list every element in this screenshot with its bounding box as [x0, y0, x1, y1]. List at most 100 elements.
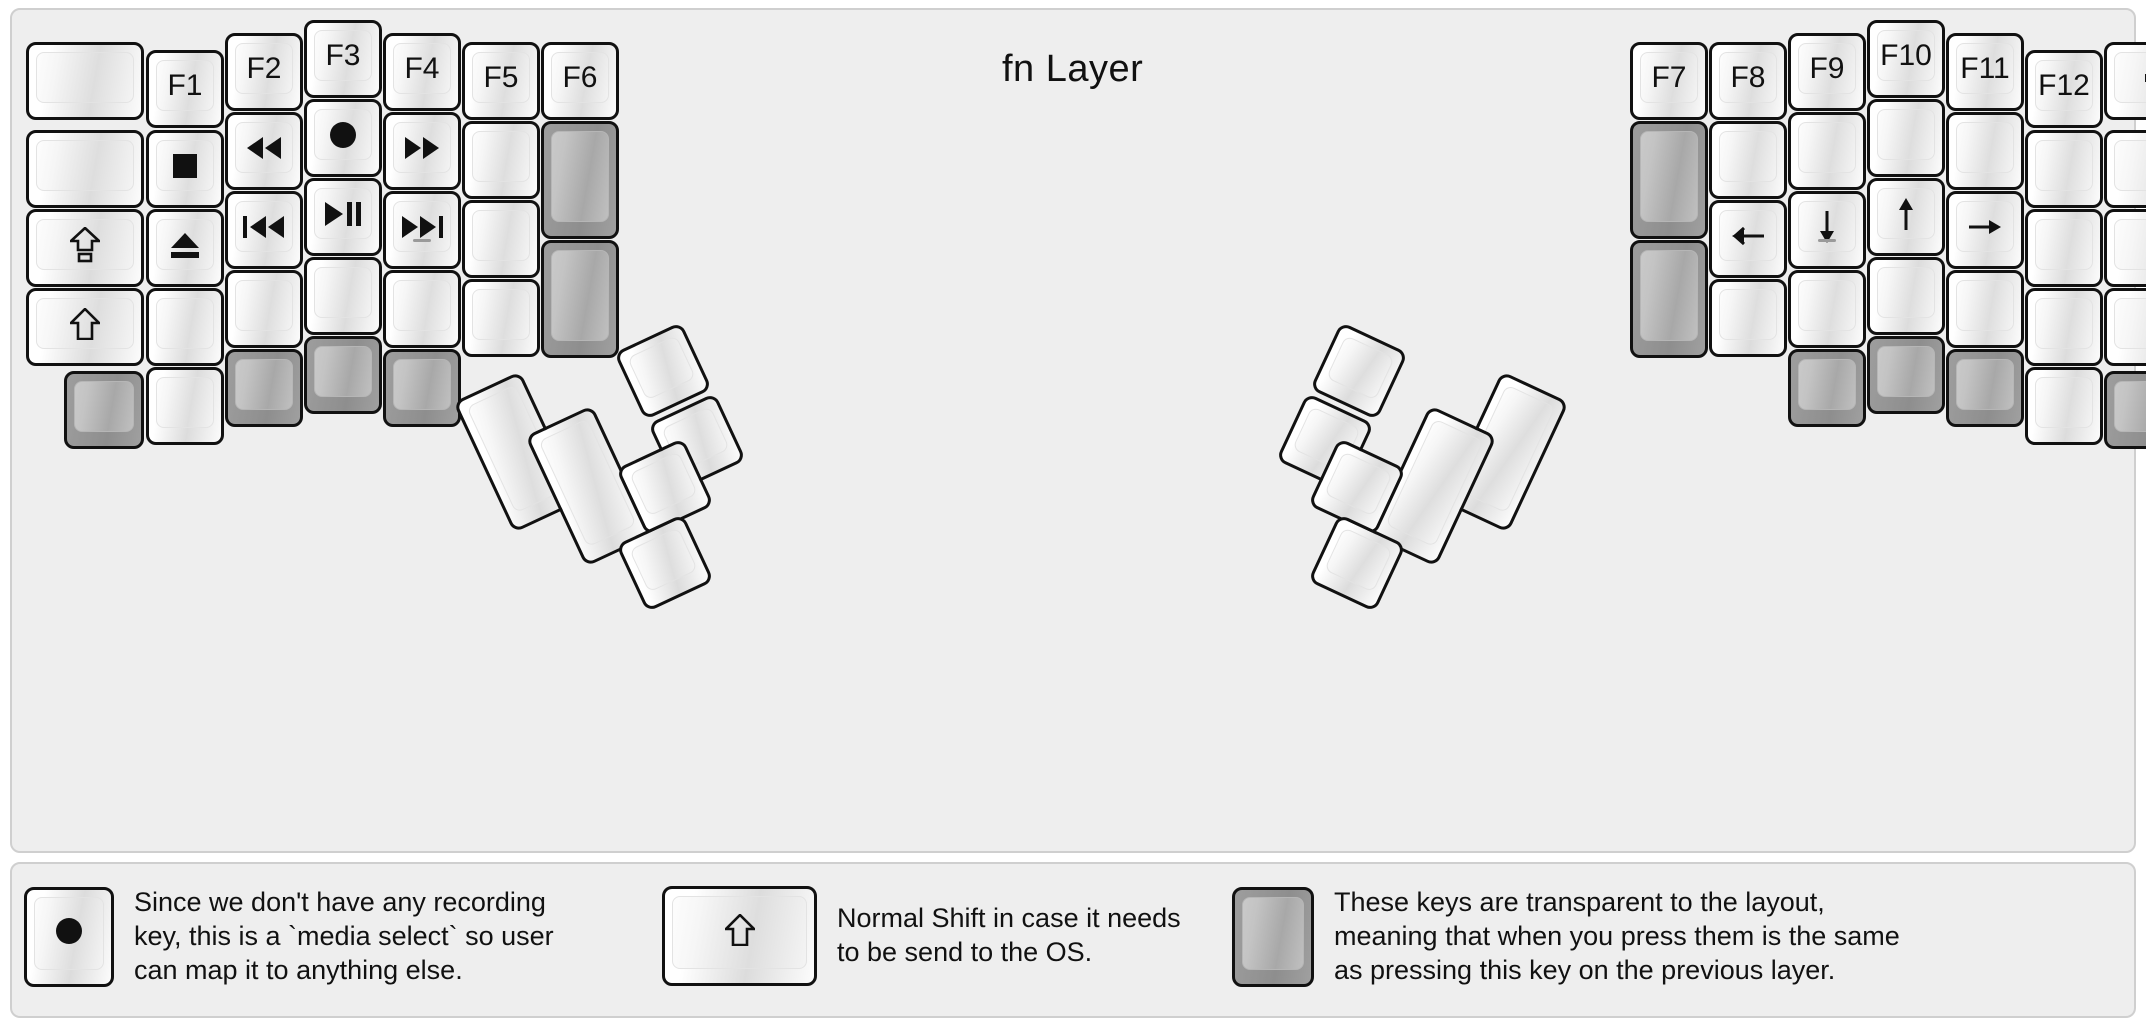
- keycap-surface: [1798, 122, 1856, 173]
- arrow-right-icon: [1968, 215, 2002, 239]
- key-transparent[interactable]: [383, 349, 461, 427]
- keycap-surface: [1719, 52, 1777, 103]
- keycap-surface: [36, 298, 134, 349]
- key-blank[interactable]: [2025, 130, 2103, 208]
- key-label: F9: [1809, 51, 1845, 85]
- keycap-surface: [2114, 52, 2146, 103]
- stop-icon: [172, 153, 198, 179]
- key-blank[interactable]: [2025, 367, 2103, 445]
- key-prev-track[interactable]: [225, 191, 303, 269]
- key-record[interactable]: [304, 99, 382, 177]
- key-eject[interactable]: [146, 209, 224, 287]
- arrow-up-icon: [1894, 197, 1918, 231]
- key-blank[interactable]: [1709, 121, 1787, 199]
- keycap-surface: [1798, 280, 1856, 331]
- key-blank[interactable]: [146, 367, 224, 445]
- page-title: fn Layer: [1002, 48, 1144, 90]
- key-volume-up[interactable]: [2104, 42, 2146, 120]
- key-f10[interactable]: F10: [1867, 20, 1945, 98]
- key-blank[interactable]: [1867, 99, 1945, 177]
- arrow-down-icon: [1815, 210, 1839, 244]
- keycap-surface: [2035, 377, 2093, 428]
- keycap-surface: [627, 335, 696, 401]
- key-f2[interactable]: F2: [225, 33, 303, 111]
- key-f12[interactable]: F12: [2025, 50, 2103, 128]
- key-transparent[interactable]: [541, 240, 619, 358]
- keycap-surface: [629, 451, 698, 517]
- next-track-icon: [401, 215, 443, 239]
- keycap-surface: [2114, 140, 2146, 191]
- key-blank[interactable]: [1867, 257, 1945, 335]
- legend-item: Normal Shift in case it needs to be send…: [662, 886, 1181, 986]
- keycap-surface: [235, 43, 293, 94]
- key-transparent[interactable]: [64, 371, 144, 449]
- key-f4[interactable]: F4: [383, 33, 461, 111]
- key-transparent[interactable]: [1630, 240, 1708, 358]
- key-blank[interactable]: [2025, 209, 2103, 287]
- key-volume-mute[interactable]: [2104, 209, 2146, 287]
- key-transparent[interactable]: [2104, 371, 2146, 449]
- key-arrow-left[interactable]: [1709, 200, 1787, 278]
- keycap-surface: [1719, 289, 1777, 340]
- key-f8[interactable]: F8: [1709, 42, 1787, 120]
- key-transparent[interactable]: [304, 336, 382, 414]
- legend-sample-key-shift: [662, 886, 817, 986]
- key-transparent[interactable]: [1788, 349, 1866, 427]
- key-f1[interactable]: F1: [146, 50, 224, 128]
- keycap-surface: [1877, 109, 1935, 160]
- key-stop[interactable]: [146, 130, 224, 208]
- keycap-surface: [1719, 131, 1777, 182]
- key-blank[interactable]: [462, 279, 540, 357]
- keycap-surface: [36, 140, 134, 191]
- key-blank[interactable]: [26, 42, 144, 120]
- key-blank[interactable]: [225, 270, 303, 348]
- key-blank[interactable]: [2025, 288, 2103, 366]
- key-f9[interactable]: F9: [1788, 33, 1866, 111]
- key-volume-down[interactable]: [2104, 130, 2146, 208]
- key-arrow-right[interactable]: [1946, 191, 2024, 269]
- key-caps-lock[interactable]: [26, 209, 144, 287]
- key-shift[interactable]: [26, 288, 144, 366]
- key-blank[interactable]: [383, 270, 461, 348]
- key-blank[interactable]: [1946, 270, 2024, 348]
- key-label: F5: [483, 60, 519, 94]
- key-next-track[interactable]: [383, 191, 461, 269]
- key-label: F10: [1880, 38, 1932, 72]
- key-blank[interactable]: [1709, 279, 1787, 357]
- key-blank[interactable]: [1788, 112, 1866, 190]
- key-f7[interactable]: F7: [1630, 42, 1708, 120]
- keycap-surface: [156, 377, 214, 428]
- key-arrow-up[interactable]: [1867, 178, 1945, 256]
- key-fast-forward[interactable]: [383, 112, 461, 190]
- key-blank[interactable]: [462, 200, 540, 278]
- key-blank[interactable]: [26, 130, 144, 208]
- key-transparent[interactable]: [1946, 349, 2024, 427]
- keycap-surface: [2114, 219, 2146, 270]
- key-transparent[interactable]: [541, 121, 619, 239]
- key-f3[interactable]: F3: [304, 20, 382, 98]
- key-transparent[interactable]: [1630, 121, 1708, 239]
- key-blank[interactable]: [1946, 112, 2024, 190]
- keycap-surface: [1640, 250, 1698, 341]
- key-blank[interactable]: [1788, 270, 1866, 348]
- key-blank[interactable]: [462, 121, 540, 199]
- key-arrow-down[interactable]: [1788, 191, 1866, 269]
- key-play-pause[interactable]: [304, 178, 382, 256]
- key-f11[interactable]: F11: [1946, 33, 2024, 111]
- keycap-surface: [1242, 896, 1304, 970]
- keycap-surface: [1956, 43, 2014, 94]
- key-transparent[interactable]: [1867, 336, 1945, 414]
- legend-description: Normal Shift in case it needs to be send…: [837, 903, 1181, 967]
- key-rewind[interactable]: [225, 112, 303, 190]
- key-f6[interactable]: F6: [541, 42, 619, 120]
- key-f5[interactable]: F5: [462, 42, 540, 120]
- key-shift[interactable]: [2104, 288, 2146, 366]
- legend-item: Since we don't have any recording key, t…: [24, 886, 554, 987]
- key-blank[interactable]: [304, 257, 382, 335]
- key-blank[interactable]: [146, 288, 224, 366]
- key-label: F1: [167, 68, 203, 102]
- key-transparent[interactable]: [225, 349, 303, 427]
- keycap-surface: [2035, 219, 2093, 270]
- legend-item: These keys are transparent to the layout…: [1232, 886, 1900, 987]
